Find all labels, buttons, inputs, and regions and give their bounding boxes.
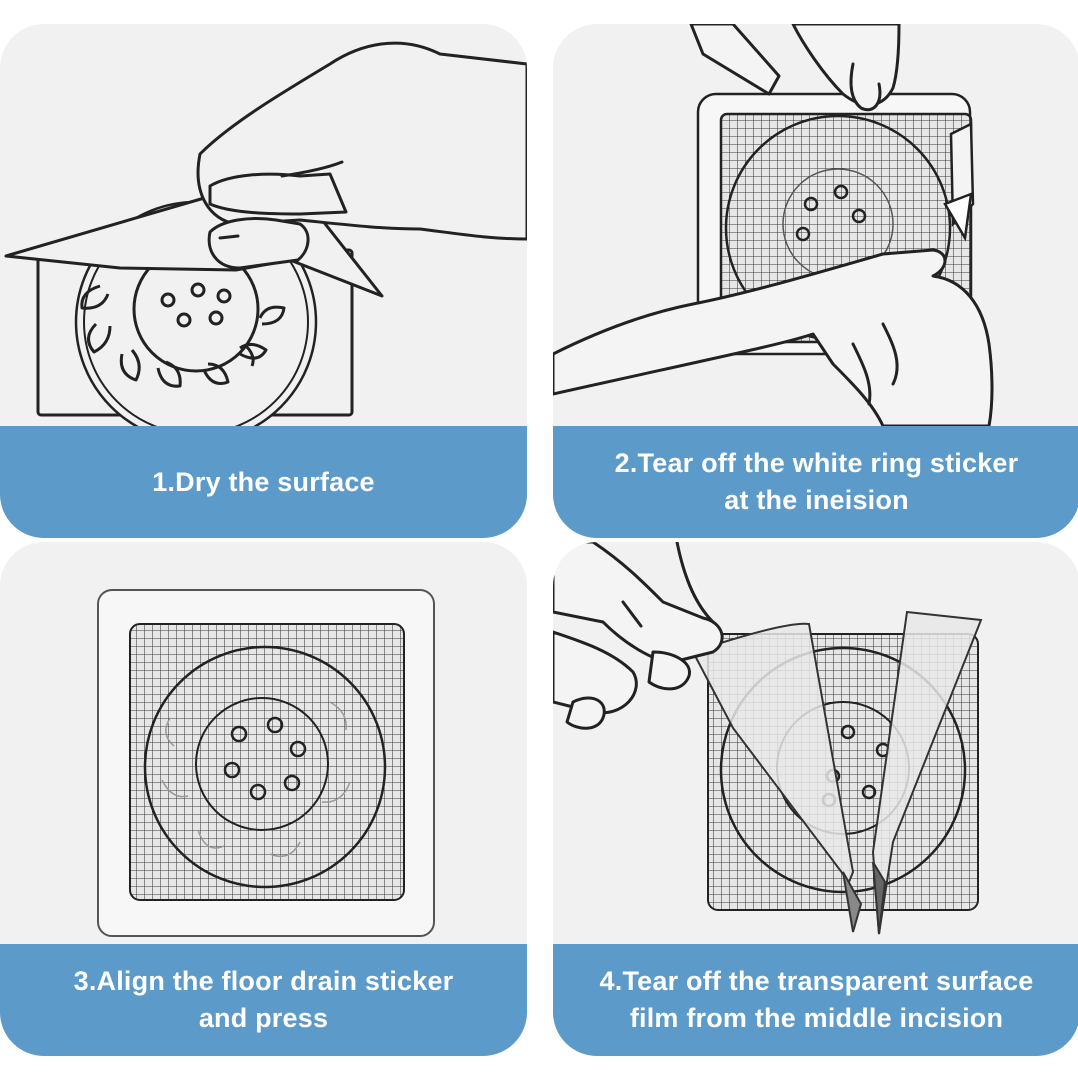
step-1-illustration xyxy=(0,24,527,426)
hand-icon xyxy=(4,41,527,298)
step-2-caption: 2.Tear off the white ring sticker at the… xyxy=(553,426,1078,538)
mesh-sticker-icon xyxy=(97,589,435,937)
caption-line: 4.Tear off the transparent surface xyxy=(599,966,1034,996)
caption-line: film from the middle incision xyxy=(629,1003,1004,1033)
hand-icon xyxy=(553,24,994,426)
caption-line: 2.Tear off the white ring sticker xyxy=(614,448,1019,478)
step-3-illustration xyxy=(0,542,527,944)
step-4-illustration xyxy=(553,542,1078,944)
caption-line: and press xyxy=(198,1003,329,1033)
step-1-caption: 1.Dry the surface xyxy=(0,426,527,538)
step-1-card: 1.Dry the surface xyxy=(0,24,527,538)
step-4-caption: 4.Tear off the transparent surface film … xyxy=(553,944,1078,1056)
step-2-card: 2.Tear off the white ring sticker at the… xyxy=(553,24,1078,538)
hand-icon xyxy=(553,542,724,730)
step-3-card: 3.Align the floor drain sticker and pres… xyxy=(0,542,527,1056)
step-2-illustration xyxy=(553,24,1078,426)
caption-line: 3.Align the floor drain sticker xyxy=(73,966,454,996)
release-film-icon xyxy=(943,122,975,242)
caption-line: 1.Dry the surface xyxy=(152,466,375,497)
step-3-caption: 3.Align the floor drain sticker and pres… xyxy=(0,944,527,1056)
step-4-card: 4.Tear off the transparent surface film … xyxy=(553,542,1078,1056)
caption-line: at the ineision xyxy=(724,485,909,515)
